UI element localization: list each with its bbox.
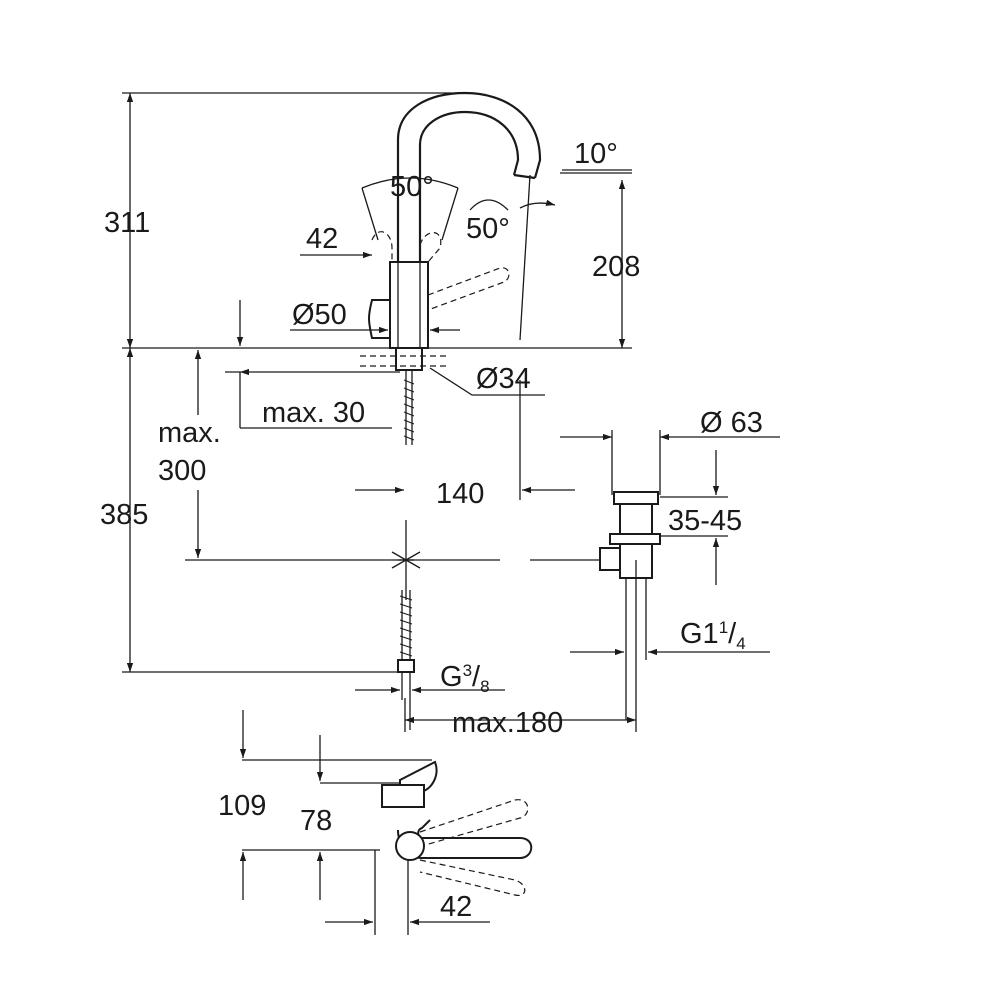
label-max-pipe-value: 300 bbox=[158, 455, 206, 487]
label-hole-diameter: Ø34 bbox=[476, 363, 531, 395]
label-below-deck: 385 bbox=[100, 499, 148, 531]
label-max-reach: max.180 bbox=[452, 707, 563, 739]
label-body-diameter: Ø50 bbox=[292, 299, 347, 331]
label-top-view-depth: 42 bbox=[440, 891, 472, 923]
lever-alt-right bbox=[419, 232, 442, 263]
label-spout-tilt: 10° bbox=[574, 138, 618, 170]
lever-base bbox=[381, 784, 425, 808]
dimension-labels: 311 208 50° 50° 10° 42 Ø50 Ø34 max. 30 m… bbox=[100, 138, 763, 923]
label-spout-height: 208 bbox=[592, 251, 640, 283]
spout-tip bbox=[513, 173, 536, 180]
label-top-view-handle: 78 bbox=[300, 805, 332, 837]
label-swivel-angle: 50° bbox=[390, 171, 434, 203]
label-top-view-height: 109 bbox=[218, 790, 266, 822]
label-max-deck: max. 30 bbox=[262, 397, 365, 429]
handle-side bbox=[368, 299, 391, 339]
label-lever-offset: 42 bbox=[306, 223, 338, 255]
supply-hose bbox=[391, 520, 421, 730]
label-waste-thread: G11/4 bbox=[680, 618, 746, 653]
waste-cap bbox=[613, 491, 659, 505]
label-total-height: 311 bbox=[104, 207, 150, 239]
lever-alt-position bbox=[427, 267, 510, 311]
swivel-arc bbox=[361, 177, 459, 189]
label-max-pipe: max. bbox=[158, 417, 221, 449]
mounting-nut bbox=[395, 347, 423, 371]
waste-side-outlet bbox=[599, 547, 621, 571]
lever-pivot bbox=[395, 831, 425, 861]
faucet-side-view bbox=[360, 91, 556, 445]
faucet-body bbox=[389, 261, 429, 349]
waste-fitting bbox=[599, 491, 661, 720]
handle-top-view bbox=[239, 710, 533, 935]
lever-alt-left bbox=[371, 231, 393, 262]
label-reach: 140 bbox=[436, 478, 484, 510]
spout-inner bbox=[418, 110, 520, 262]
label-lever-angle: 50° bbox=[466, 213, 510, 245]
lever-top-alt-up bbox=[419, 799, 529, 846]
spout-outer bbox=[396, 91, 542, 262]
reference-lines bbox=[122, 92, 632, 673]
waste-flange bbox=[609, 533, 661, 545]
label-waste-diameter: Ø 63 bbox=[700, 407, 763, 439]
hose-connector bbox=[397, 659, 415, 673]
lever-top-alt-down bbox=[419, 859, 526, 896]
label-hose-thread: G3/8 bbox=[440, 661, 490, 696]
dimension-lines bbox=[126, 93, 780, 732]
waste-body-top bbox=[619, 503, 653, 535]
lever-arc bbox=[469, 199, 509, 211]
tilt-arc bbox=[519, 199, 556, 209]
label-waste-range: 35-45 bbox=[668, 505, 742, 537]
